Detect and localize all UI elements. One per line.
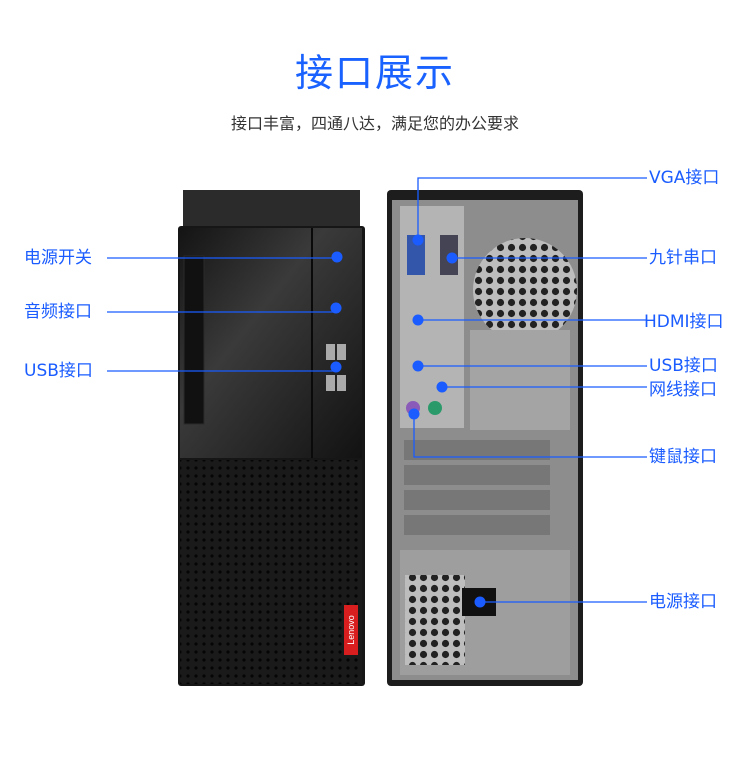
label-rear-usb: USB接口 — [649, 356, 718, 376]
label-ps2: 键鼠接口 — [649, 447, 717, 467]
callout-lines — [107, 177, 647, 603]
label-audio-port: 音频接口 — [24, 302, 92, 322]
label-ethernet: 网线接口 — [649, 380, 717, 400]
rear-tower — [387, 190, 583, 686]
label-serial: 九针串口 — [649, 248, 717, 268]
page-subtitle: 接口丰富，四通八达，满足您的办公要求 — [230, 114, 519, 133]
label-front-usb: USB接口 — [24, 361, 93, 381]
label-hdmi: HDMI接口 — [644, 312, 724, 332]
label-power-switch: 电源开关 — [24, 248, 92, 268]
lenovo-logo-badge — [344, 605, 358, 655]
page-title: 接口展示 — [294, 51, 455, 95]
callout-dots — [330, 234, 486, 608]
lenovo-logo-text: Lenovo — [346, 615, 356, 645]
label-vga: VGA接口 — [649, 168, 720, 188]
label-power-port: 电源接口 — [649, 592, 717, 612]
front-tower — [178, 190, 365, 686]
